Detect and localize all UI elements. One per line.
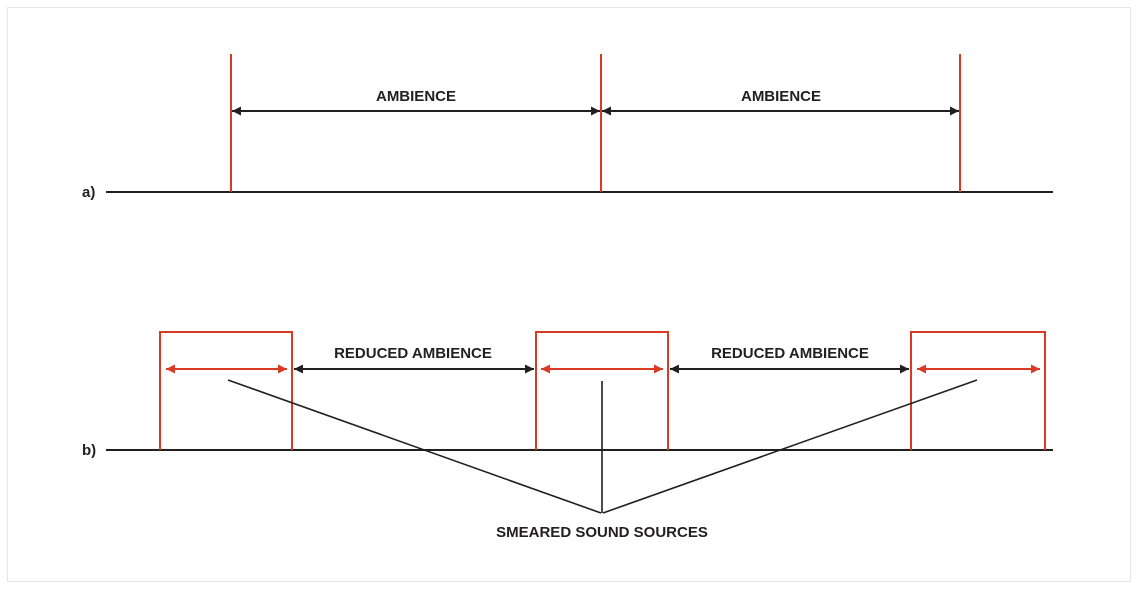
panel-a: a) AMBIENCE AMBIENCE xyxy=(82,54,1053,201)
panel-b-sources-caption: SMEARED SOUND SOURCES xyxy=(496,524,708,541)
panel-b-source-box-2 xyxy=(535,331,669,450)
figure-frame xyxy=(7,7,1131,582)
panel-b-span-label-1: REDUCED AMBIENCE xyxy=(334,345,492,362)
panel-b-leader-line-3 xyxy=(602,379,978,514)
panel-a-span-label-2: AMBIENCE xyxy=(741,88,821,105)
panel-b: b) REDUCED AMBIENCE REDUCED AMBIENCE SME… xyxy=(82,331,1053,541)
panel-a-label: a) xyxy=(82,184,95,201)
panel-b-source-box-3 xyxy=(910,331,1046,450)
panel-b-leader-line-1 xyxy=(227,379,602,514)
panel-b-span-label-2: REDUCED AMBIENCE xyxy=(711,345,869,362)
panel-b-source-box-1 xyxy=(159,331,293,450)
panel-a-span-label-1: AMBIENCE xyxy=(376,88,456,105)
panel-b-label: b) xyxy=(82,442,96,459)
